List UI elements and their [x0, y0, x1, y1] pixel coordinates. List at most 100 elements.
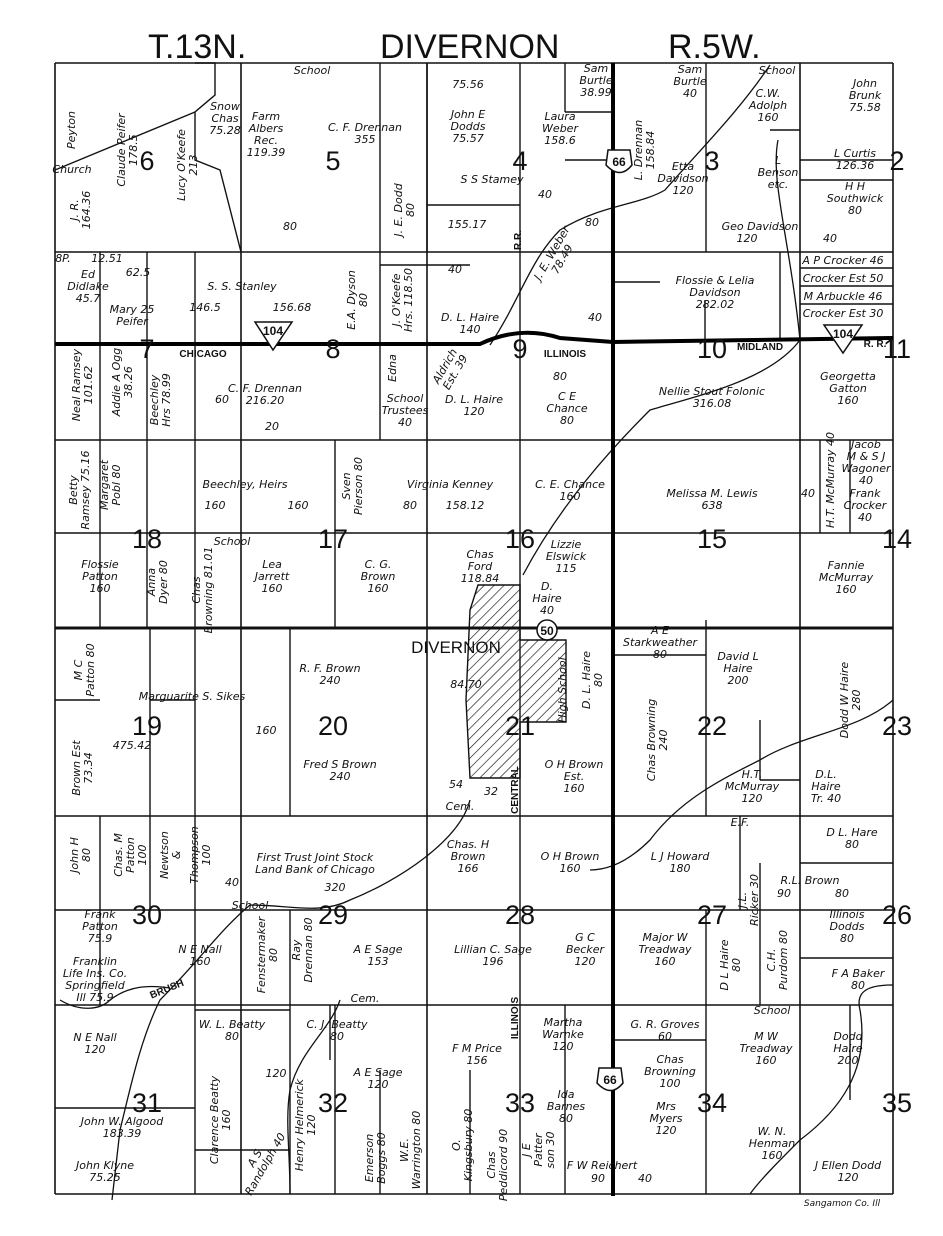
parcel-detail: 160 [90, 582, 111, 595]
parcel-detail: Haire [532, 592, 562, 605]
owner-name: Chas. H [447, 838, 489, 851]
parcel-label: 475.42 [113, 739, 152, 752]
parcel-detail: 75.58 [849, 101, 881, 114]
owner-name: L. Drennan [632, 120, 645, 181]
creeks [59, 64, 894, 1201]
parcel-detail: Chance [546, 402, 587, 415]
parcel-label: 90 [591, 1172, 605, 1185]
section-number: 6 [139, 146, 154, 176]
owner-name: John W. Algood [79, 1115, 164, 1128]
section-number: 8 [325, 334, 340, 364]
parcel-label: 75.56 [452, 78, 484, 91]
parcel-label: 40 [638, 1172, 652, 1185]
creek-line [111, 799, 471, 1201]
parcel-detail: 119.39 [247, 146, 286, 159]
parcel-detail: Wagoner [842, 462, 892, 475]
owner-name: D. L. Haire [441, 311, 499, 324]
parcel-detail: 80 [404, 203, 417, 217]
parcel-label: 80 [283, 220, 297, 233]
owner-name: Mary 25 [110, 303, 155, 316]
owner-name: Cem. [446, 800, 475, 813]
owner-name: 155.17 [448, 218, 487, 231]
parcel-label: F W Reichert [567, 1159, 638, 1172]
owner-name: Lizzie [551, 538, 582, 551]
owner-name: O H Brown [541, 850, 600, 863]
section-number: 5 [325, 146, 340, 176]
owner-name: Melissa M. Lewis [666, 487, 758, 500]
owner-name: Chas [466, 548, 493, 561]
central-street-label: CENTRAL [510, 766, 521, 814]
parcel-detail: 80 [267, 948, 280, 962]
owner-name: 40 [538, 188, 552, 201]
parcel-label: Beechley, Heirs [203, 478, 288, 491]
owner-name: Sam [678, 63, 702, 76]
parcel-label: M Arbuckle 46 [804, 290, 883, 303]
owner-name: A E Sage [353, 1066, 403, 1079]
divernon-town-area [465, 584, 567, 779]
parcel-detail: 40 [859, 474, 873, 487]
parcel-detail: Drennan 80 [302, 918, 315, 983]
parcel-detail: 160 [564, 782, 585, 795]
owner-name: A P Crocker 46 [801, 254, 883, 267]
parcel-label: 80 [835, 887, 849, 900]
owner-name: School [759, 64, 796, 77]
parcel-detail: Henman [749, 1137, 795, 1150]
owner-name: Flossie [81, 558, 119, 571]
parcel-detail: 140 [460, 323, 481, 336]
owner-name: 12.51 [91, 252, 123, 265]
parcel-label: E.F. [731, 816, 750, 829]
parcel-detail: Pobl 80 [110, 465, 123, 506]
owner-name: L J Howard [651, 850, 711, 863]
owner-name: Chas. M [112, 833, 125, 877]
owner-name: Nellie Stout Folonic [659, 385, 765, 398]
owner-name: F M Price [452, 1042, 502, 1055]
svg-text:104: 104 [833, 327, 853, 341]
owner-name: Claude Peifer [115, 112, 128, 187]
chicago-illinois-midland-railroad [55, 330, 894, 346]
parcel-label: Church [52, 163, 91, 176]
parcel-detail: 75.9 [88, 932, 113, 945]
parcel-label: High School [556, 657, 569, 722]
parcel-detail: 126.36 [836, 159, 875, 172]
parcel-detail: 160 [838, 394, 859, 407]
owner-name: Margaret [98, 459, 111, 510]
parcel-detail: Browning 81.01 [202, 547, 215, 634]
owner-name: O. [450, 1139, 463, 1151]
parcel-label: 40 [588, 311, 602, 324]
parcel-detail: Trustees [382, 404, 429, 417]
parcel-detail: 200 [838, 1054, 859, 1067]
parcel-detail: 316.08 [693, 397, 732, 410]
parcel-detail: Davidson [689, 286, 740, 299]
parcel-detail: Brunk [849, 89, 882, 102]
parcel-detail: Starkweather [623, 636, 698, 649]
owner-name: 20 [265, 420, 279, 433]
owner-name: W. N. [758, 1125, 787, 1138]
parcel-detail: Becker [566, 943, 605, 956]
parcel-label: 90 [777, 887, 791, 900]
parcel-detail: 40 [398, 416, 412, 429]
owner-name: 32 [484, 785, 498, 798]
parcel-detail: 80 [559, 1112, 573, 1125]
parcel-label: 20 [265, 420, 279, 433]
parcel-detail: Weber [542, 122, 579, 135]
